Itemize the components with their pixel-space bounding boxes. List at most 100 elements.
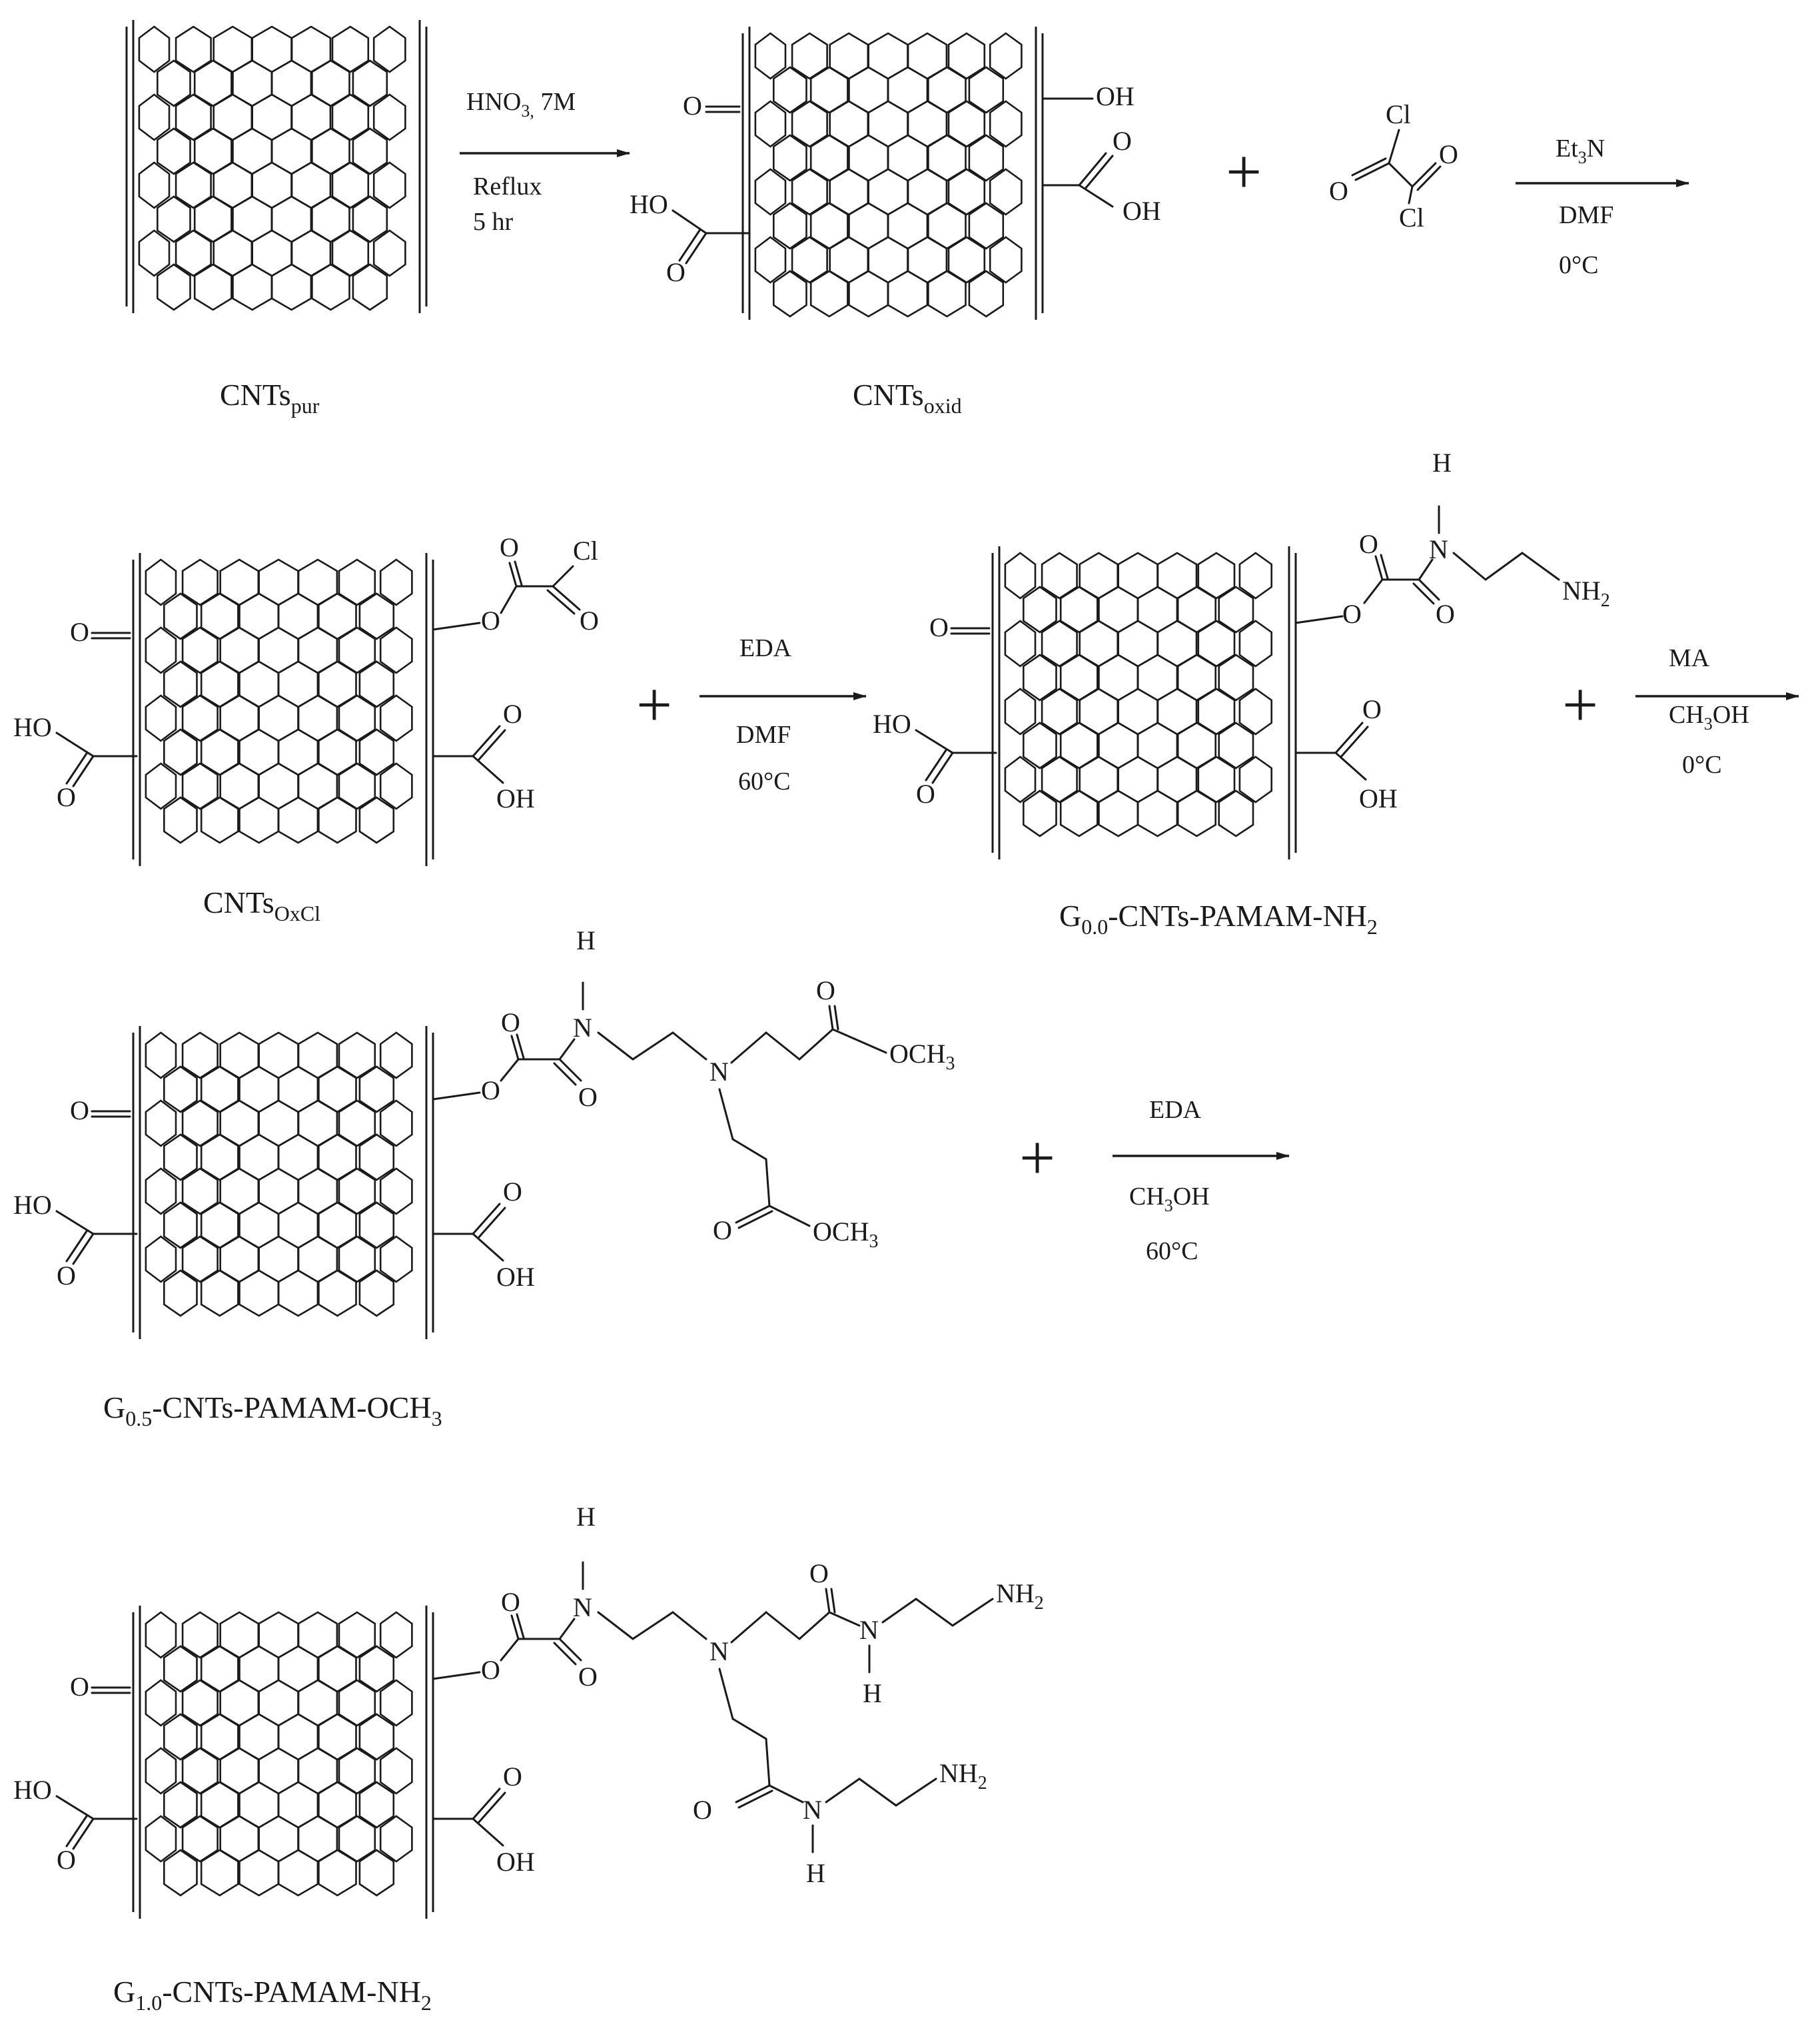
hexagon-cell	[157, 59, 191, 107]
hexagon-cell	[887, 202, 929, 250]
hexagon-cell	[1004, 688, 1037, 736]
svg-text:Cl: Cl	[1386, 99, 1411, 129]
svg-text:O: O	[1436, 599, 1455, 629]
hexagon-cell	[163, 1201, 198, 1249]
hexagon-cell	[352, 59, 388, 107]
hexagon-cell	[1137, 722, 1178, 769]
caption-cnts-oxid: CNTsoxid	[853, 378, 962, 418]
hexagon-cell	[181, 558, 219, 606]
hexagon-cell	[200, 1849, 239, 1897]
g05-och3-top: OCH3	[889, 1039, 955, 1074]
svg-text:HO: HO	[13, 1775, 52, 1805]
hexagon-cell	[163, 660, 198, 708]
svg-text:OH: OH	[496, 1847, 535, 1877]
svg-text:N: N	[573, 1592, 592, 1622]
hexagon-cell	[809, 270, 849, 318]
step5-cond2: 60°C	[1146, 1237, 1198, 1265]
hexagon-cell	[258, 1099, 299, 1147]
hexagon-cell	[867, 100, 909, 148]
hexagon-cell	[181, 694, 219, 742]
arrow-step4: MA CH3OH 0°C	[1635, 644, 1799, 779]
svg-text:OH: OH	[496, 783, 535, 813]
hexagon-cell	[138, 161, 171, 209]
hexagon-cell	[379, 1611, 413, 1659]
hexagon-cell	[318, 796, 357, 844]
hexagon-cell	[163, 1269, 198, 1317]
g00-nh2: NH2	[1562, 576, 1610, 611]
step3-cond1: DMF	[736, 721, 791, 749]
hexagon-cell	[754, 236, 787, 284]
hexagon-cell	[175, 161, 212, 209]
hexagon-cell	[968, 270, 1005, 318]
g00-groups: O O O O N H NH2 HO O O OH	[873, 448, 1610, 813]
hexagon-cell	[163, 1133, 198, 1181]
svg-text:HO: HO	[873, 709, 911, 739]
hexagon-cell	[1218, 654, 1254, 702]
svg-text:N: N	[709, 1636, 729, 1666]
hexagon-cell	[181, 1031, 219, 1079]
svg-text:O: O	[916, 779, 935, 809]
hexagon-cell	[163, 1065, 198, 1113]
svg-text:N: N	[573, 1013, 592, 1043]
hexagon-cell	[277, 1713, 319, 1761]
hexagon-cell	[277, 728, 319, 776]
hexagon-cell	[338, 1031, 376, 1079]
hexagon-cell	[358, 1645, 395, 1693]
hexagon-cell	[331, 161, 370, 209]
g05-groups: O O O O N H N O OCH3 O OCH3	[13, 925, 955, 1292]
hexagon-cell	[200, 1269, 239, 1317]
hexagon-cell	[968, 202, 1005, 250]
hexagon-cell	[145, 694, 177, 742]
oxalyl-chloride: Cl O O Cl	[1329, 99, 1458, 233]
hexagon-cell	[181, 1747, 219, 1795]
hexagon-cell	[358, 1849, 395, 1897]
hexagon-cell	[379, 1099, 413, 1147]
hexagon-cell	[318, 1849, 357, 1897]
hexagon-cell	[372, 161, 406, 209]
hexagon-cell	[338, 1099, 376, 1147]
hexagon-cell	[277, 1849, 319, 1897]
svg-text:N: N	[1429, 534, 1448, 564]
hexagon-cell	[145, 1747, 177, 1795]
hexagon-cell	[754, 32, 787, 80]
hexagon-cell	[352, 263, 388, 311]
hexagon-cell	[163, 1849, 198, 1897]
hexagon-cell	[338, 1815, 376, 1863]
hexagon-cell	[887, 66, 929, 114]
hexagon-cell	[358, 660, 395, 708]
svg-text:O: O	[1439, 139, 1458, 169]
hexagon-cell	[163, 1781, 198, 1829]
hexagon-cell	[277, 660, 319, 708]
hexagon-cell	[145, 1167, 177, 1215]
hexagon-cell	[358, 592, 395, 640]
svg-text:H: H	[1432, 448, 1452, 478]
hexagon-cell	[968, 134, 1005, 182]
svg-text:H: H	[806, 1858, 825, 1888]
arrow-step1: HNO3, 7M Reflux 5 hr	[460, 88, 630, 236]
step3-cond2: 60°C	[738, 767, 791, 795]
hexagon-cell	[138, 25, 171, 73]
hexagon-cell	[181, 626, 219, 674]
step4-cond2: 0°C	[1682, 751, 1722, 779]
hexagon-cell	[379, 1747, 413, 1795]
hexagon-cell	[145, 762, 177, 810]
hexagon-cell	[175, 25, 212, 73]
hexagon-cell	[277, 1201, 319, 1249]
svg-text:OH: OH	[496, 1262, 535, 1292]
svg-text:O: O	[57, 1845, 76, 1875]
svg-text:O: O	[501, 1587, 520, 1617]
hexagon-cell	[277, 1065, 319, 1113]
hexagon-cell	[251, 93, 292, 141]
plus-row3: +	[1019, 1122, 1055, 1193]
caption-cnts-pur: CNTspur	[220, 378, 320, 418]
hexagon-cell	[258, 1235, 299, 1283]
step2-cond2: 0°C	[1559, 251, 1599, 279]
hexagon-cell	[181, 1815, 219, 1863]
hexagon-cell	[157, 195, 191, 243]
svg-text:Cl: Cl	[573, 536, 598, 566]
hexagon-cell	[181, 1611, 219, 1659]
hexagon-cell	[338, 1235, 376, 1283]
hexagon-cell	[338, 1747, 376, 1795]
plus-row1: +	[1226, 136, 1262, 207]
hexagon-cell	[1238, 620, 1272, 668]
